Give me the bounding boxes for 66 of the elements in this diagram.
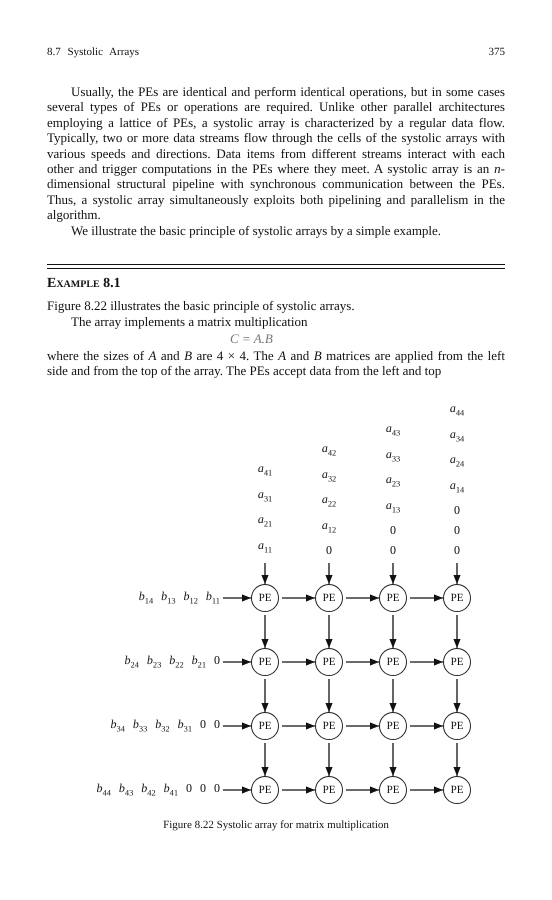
arrow xyxy=(325,563,333,584)
arrow xyxy=(325,679,333,712)
body-text: The array implements a matrix multiplication xyxy=(71,314,308,330)
arrow xyxy=(453,563,461,584)
arrow xyxy=(223,786,251,794)
section-header: 8.7 Systolic Arrays xyxy=(47,46,140,59)
equation: C = A.B xyxy=(230,331,273,346)
body-paragraph: where the sizes of A and B are 4 × 4. The A and B matrices are applied from the left side and from the top of the array. The PEs accept data from the left and top xyxy=(47,348,505,379)
processing-element-node: PE xyxy=(315,584,343,612)
processing-element-node: PE xyxy=(379,584,407,612)
arrow xyxy=(410,594,443,602)
processing-element-node: PE xyxy=(443,648,471,676)
arrow xyxy=(282,594,315,602)
arrow xyxy=(346,594,379,602)
arrow xyxy=(223,658,251,666)
processing-element-node: PE xyxy=(379,776,407,804)
processing-element-node: PE xyxy=(315,776,343,804)
processing-element-node: PE xyxy=(315,712,343,740)
arrow xyxy=(389,563,397,584)
example-heading: Example 8.1 xyxy=(47,276,121,292)
processing-element-node: PE xyxy=(443,776,471,804)
data-stream-label: a$_{44}$ a$_{34}$ a$_{24}$ a$_{14}$ 0 0 0 xyxy=(437,398,477,560)
processing-element-node: PE xyxy=(251,712,279,740)
processing-element-node: PE xyxy=(251,584,279,612)
arrow xyxy=(223,722,251,730)
arrow xyxy=(453,679,461,712)
data-stream-label: a$_{42}$ a$_{32}$ a$_{22}$ a$_{12}$ 0 xyxy=(309,438,349,560)
body-paragraph: Usually, the PEs are identical and perform identical operations, but in some cases several types of PEs or operations are required. Unlike other parallel architectures employing a lattice of PEs, a systolic array is characterized by a regular data flow. Typically, two or more data streams flow through the cells of the systolic arrays with various speeds and directions. Data items from different streams interact with each other and trigger computations in the PEs where they meet. A systolic array is an n-dimensional structural pipeline with synchronous communication between the PEs. Thus, a systolic array simultaneously exploits both pipelining and parallelism in the algorithm. xyxy=(47,84,505,223)
data-stream-label: b$_{14}$ b$_{13}$ b$_{12}$ b$_{11}$ xyxy=(138,589,220,606)
arrow xyxy=(453,743,461,776)
arrow xyxy=(282,722,315,730)
arrow xyxy=(389,679,397,712)
body-paragraph: We illustrate the basic principle of systolic arrays by a simple example. xyxy=(70,223,442,238)
arrow xyxy=(261,679,269,712)
arrow xyxy=(453,615,461,648)
arrow xyxy=(261,743,269,776)
arrow xyxy=(325,615,333,648)
arrow xyxy=(223,594,251,602)
processing-element-node: PE xyxy=(379,712,407,740)
arrow xyxy=(282,786,315,794)
processing-element-node: PE xyxy=(443,584,471,612)
arrow xyxy=(346,722,379,730)
arrow xyxy=(325,743,333,776)
data-stream-label: b$_{24}$ b$_{23}$ b$_{22}$ b$_{21}$ 0 xyxy=(124,653,220,670)
processing-element-node: PE xyxy=(443,712,471,740)
data-stream-label: b$_{34}$ b$_{33}$ b$_{32}$ b$_{31}$ 0 0 xyxy=(110,717,220,734)
processing-element-node: PE xyxy=(379,648,407,676)
arrow xyxy=(389,743,397,776)
figure-caption: Figure 8.22 Systolic array for matrix multiplication xyxy=(162,818,390,833)
page-number: 375 xyxy=(488,46,505,59)
arrow xyxy=(410,722,443,730)
arrow xyxy=(261,563,269,584)
arrow xyxy=(282,658,315,666)
arrow xyxy=(410,786,443,794)
arrow xyxy=(261,615,269,648)
processing-element-node: PE xyxy=(251,776,279,804)
processing-element-node: PE xyxy=(315,648,343,676)
arrow xyxy=(346,658,379,666)
arrow xyxy=(389,615,397,648)
data-stream-label: b$_{44}$ b$_{43}$ b$_{42}$ b$_{41}$ 0 0 0 xyxy=(96,781,220,798)
processing-element-node: PE xyxy=(251,648,279,676)
arrow xyxy=(346,786,379,794)
body-text: Figure 8.22 illustrates the basic principle of systolic arrays. xyxy=(47,298,356,314)
data-stream-label: a$_{41}$ a$_{31}$ a$_{21}$ a$_{11}$ xyxy=(245,458,285,560)
arrow xyxy=(410,658,443,666)
data-stream-label: a$_{43}$ a$_{33}$ a$_{23}$ a$_{13}$ 0 0 xyxy=(373,418,413,560)
